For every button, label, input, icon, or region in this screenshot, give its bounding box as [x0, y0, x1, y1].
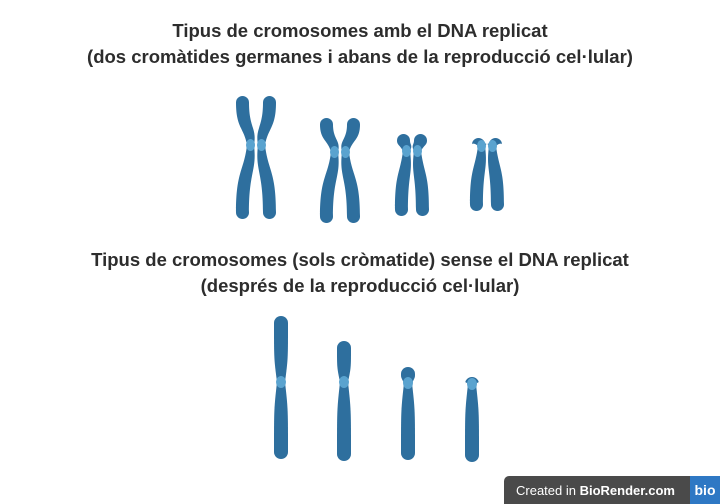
- chromatid-q-arm: [465, 384, 479, 462]
- watermark-prefix: Created in: [516, 483, 580, 498]
- centromere: [402, 145, 411, 157]
- chromatid-q-arm: [470, 146, 486, 211]
- single-chromatid: [465, 377, 479, 462]
- centromere: [276, 376, 286, 388]
- centromere: [341, 146, 350, 158]
- centromere: [257, 139, 266, 151]
- chromatid-q-arm: [413, 151, 429, 216]
- centromere: [330, 146, 339, 158]
- watermark-brand: BioRender.com: [580, 483, 675, 498]
- replicated-chromosome: [470, 138, 504, 211]
- centromere: [477, 140, 486, 152]
- biorender-logo-icon: bio: [690, 476, 720, 504]
- replicated-chromosome: [320, 118, 360, 223]
- chromatid-p-arm: [257, 96, 276, 145]
- chromatid-q-arm: [274, 382, 288, 459]
- chromatid-q-arm: [236, 145, 255, 219]
- replicated-chromosome: [236, 96, 276, 219]
- chromatid-q-arm: [401, 383, 415, 460]
- chromatid-q-arm: [395, 151, 411, 216]
- centromere: [246, 139, 255, 151]
- replicated-chromosome-row: [236, 96, 504, 223]
- single-chromatid-row: [274, 316, 479, 462]
- centromere: [339, 376, 349, 388]
- biorender-watermark[interactable]: Created in BioRender.com bio: [504, 476, 720, 504]
- chromatid-q-arm: [257, 145, 276, 219]
- chromatid-q-arm: [488, 146, 504, 211]
- centromere: [403, 377, 413, 389]
- chromatid-p-arm: [274, 316, 288, 382]
- centromere: [488, 140, 497, 152]
- chromatid-p-arm: [236, 96, 255, 145]
- single-chromatid: [337, 341, 351, 461]
- chromatid-q-arm: [320, 152, 339, 223]
- chromatid-p-arm: [337, 341, 351, 382]
- single-chromatid: [401, 367, 415, 460]
- replicated-chromosome: [395, 134, 429, 216]
- watermark-credit: Created in BioRender.com: [504, 483, 675, 498]
- centromere: [467, 378, 477, 390]
- chromatid-q-arm: [337, 382, 351, 461]
- single-chromatid: [274, 316, 288, 459]
- chromatid-q-arm: [341, 152, 360, 223]
- centromere: [413, 145, 422, 157]
